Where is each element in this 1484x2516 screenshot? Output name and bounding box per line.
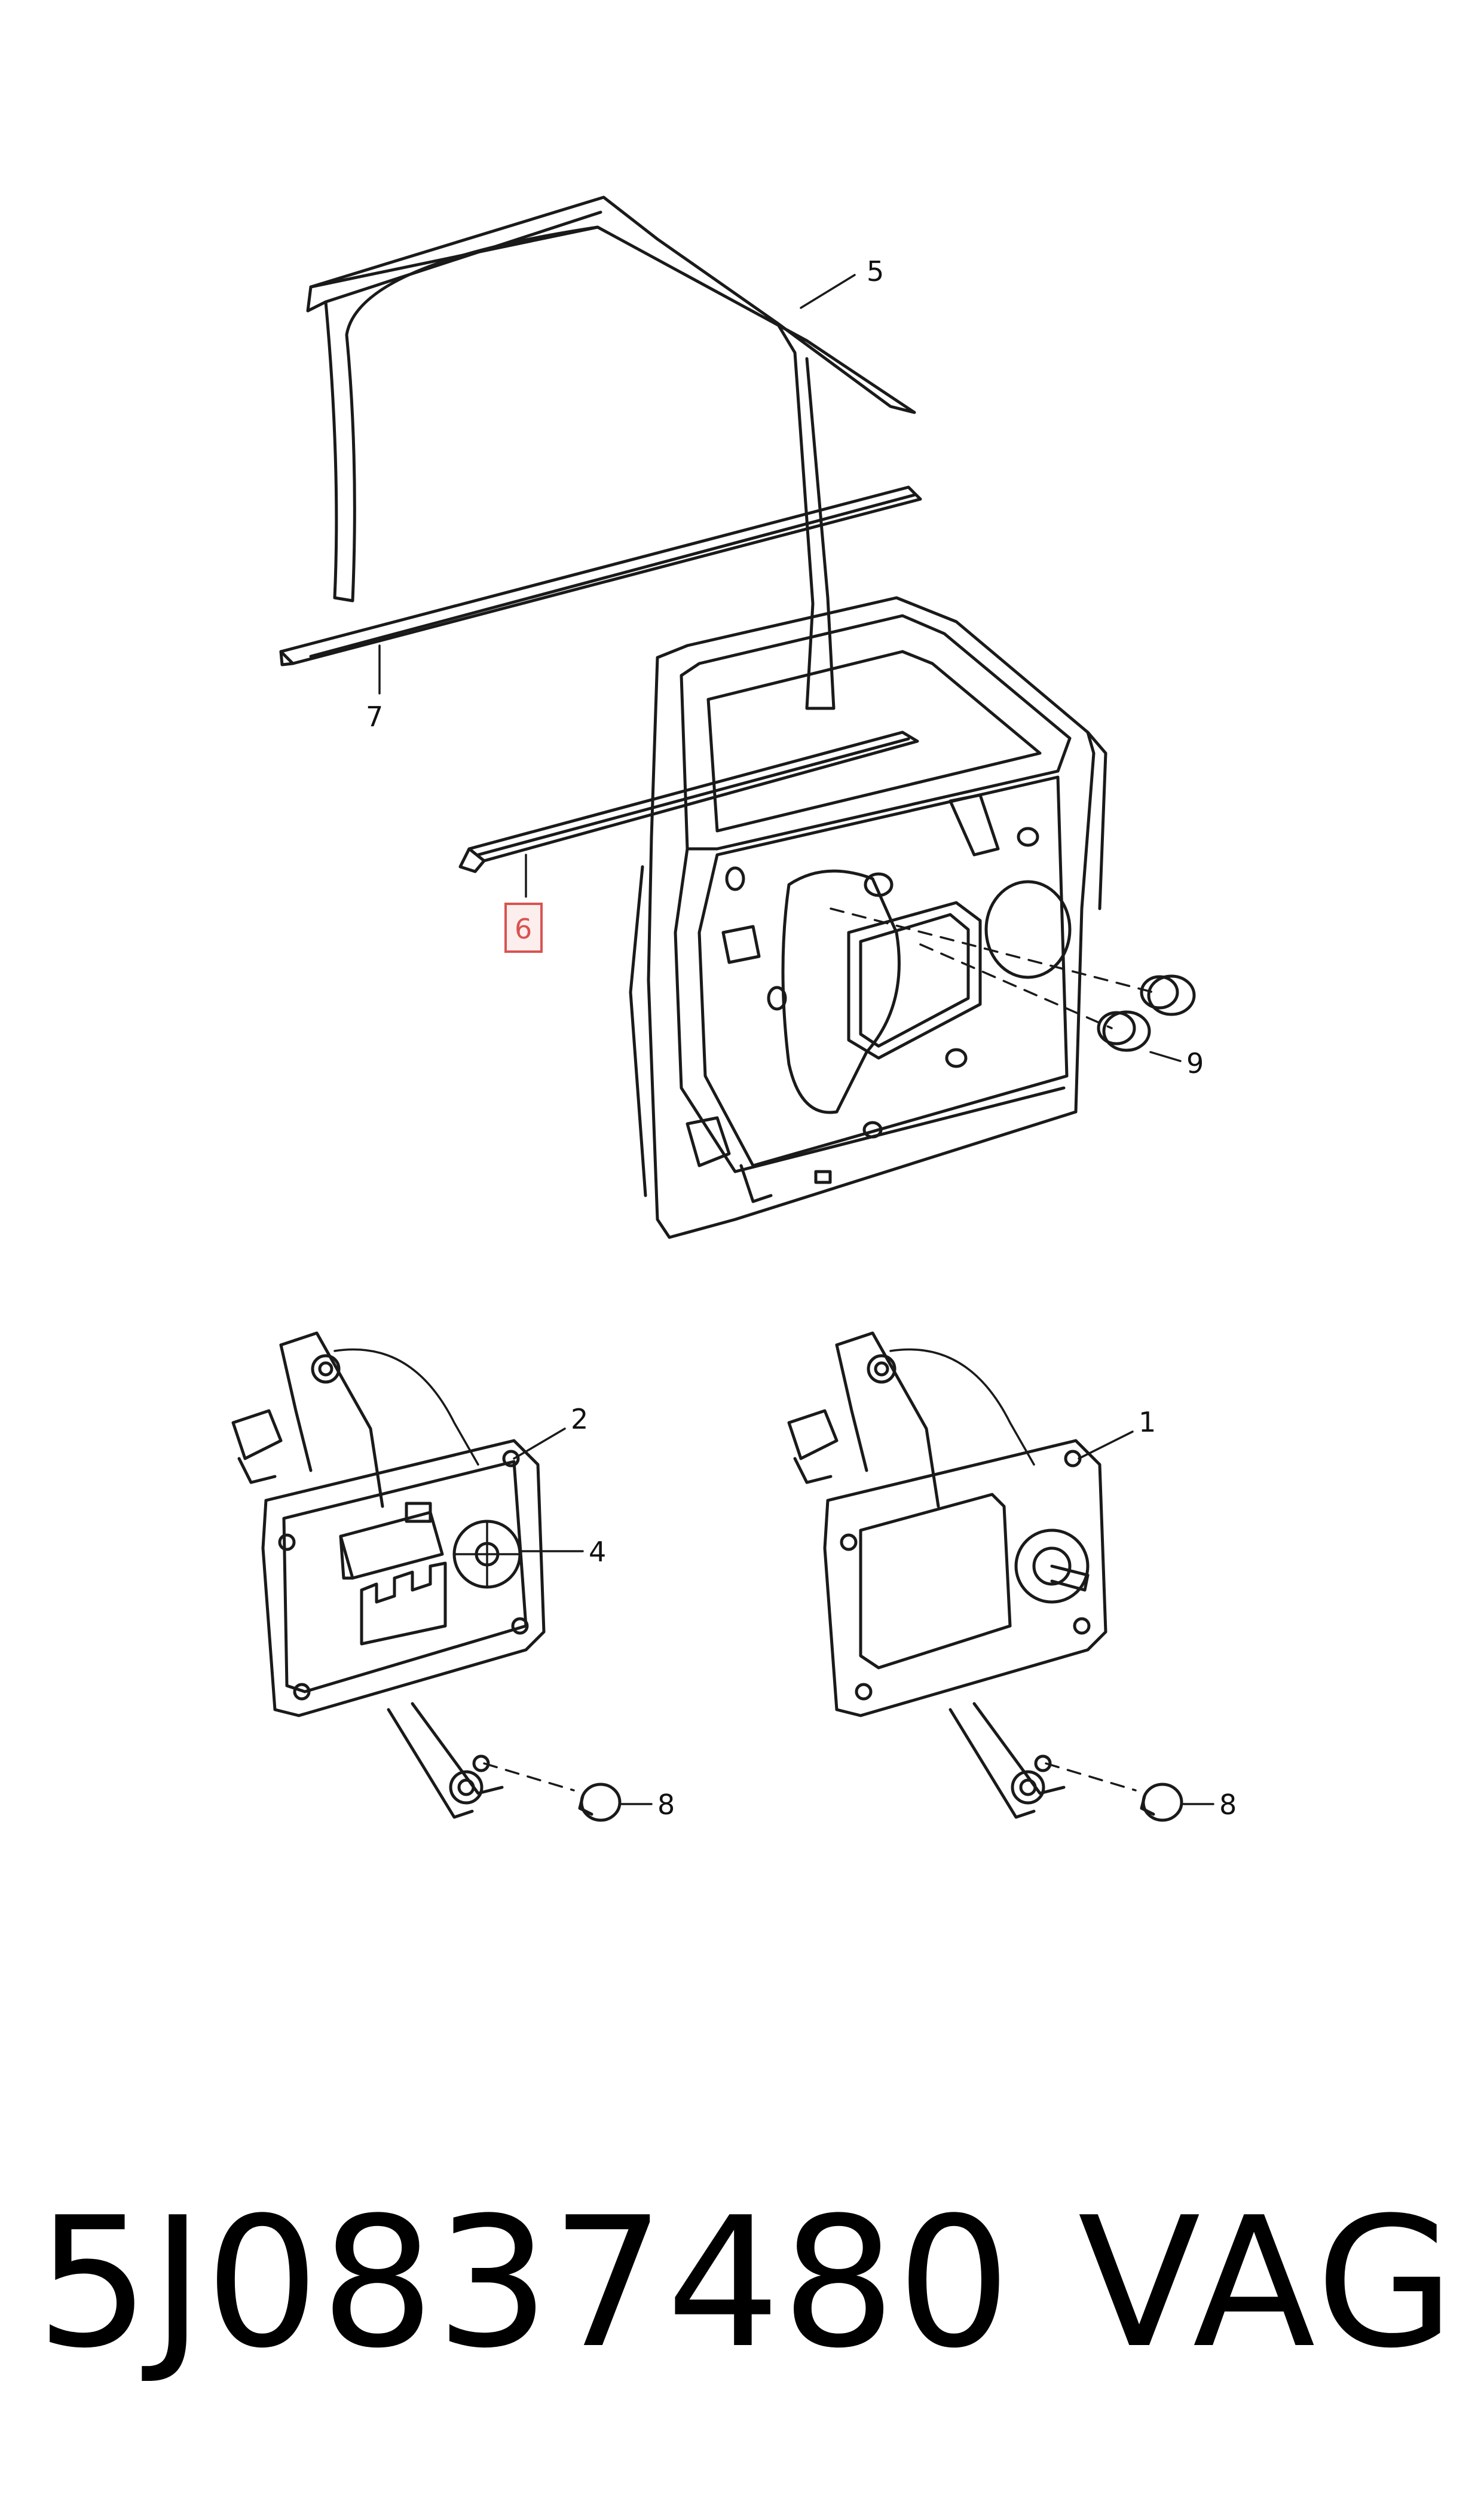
exploded-parts-diagram: 5 7 6 9 2 4 1 8 8 — [231, 195, 1237, 1822]
callout-7[interactable]: 7 — [366, 701, 383, 733]
door-plugs-part-9 — [830, 907, 1196, 1062]
outer-window-strip-part-7 — [279, 485, 922, 667]
part-number: 5J0837480 — [36, 2179, 1012, 2387]
callout-6-box — [504, 903, 543, 953]
inner-window-strip-part-6 — [458, 730, 919, 873]
door-shell — [629, 596, 1107, 1239]
callout-2[interactable]: 2 — [571, 1403, 588, 1435]
window-regulator-with-motor — [231, 1331, 653, 1822]
callout-1[interactable]: 1 — [1139, 1406, 1156, 1438]
callout-6-highlight[interactable]: 6 — [504, 903, 543, 953]
footer: 5J0837480 VAG — [36, 2170, 1458, 2397]
callout-8-right[interactable]: 8 — [1219, 1789, 1237, 1821]
window-regulator-without-motor — [787, 1331, 1214, 1822]
callout-9[interactable]: 9 — [1186, 1047, 1204, 1080]
callout-6[interactable]: 6 — [515, 913, 532, 945]
callout-8-left[interactable]: 8 — [657, 1789, 675, 1821]
brand-name: VAG — [1078, 2179, 1458, 2387]
window-frame-seal-part-5 — [306, 195, 916, 710]
callout-5[interactable]: 5 — [867, 255, 884, 288]
leader-lines — [378, 274, 1134, 1552]
callout-4[interactable]: 4 — [589, 1536, 606, 1568]
